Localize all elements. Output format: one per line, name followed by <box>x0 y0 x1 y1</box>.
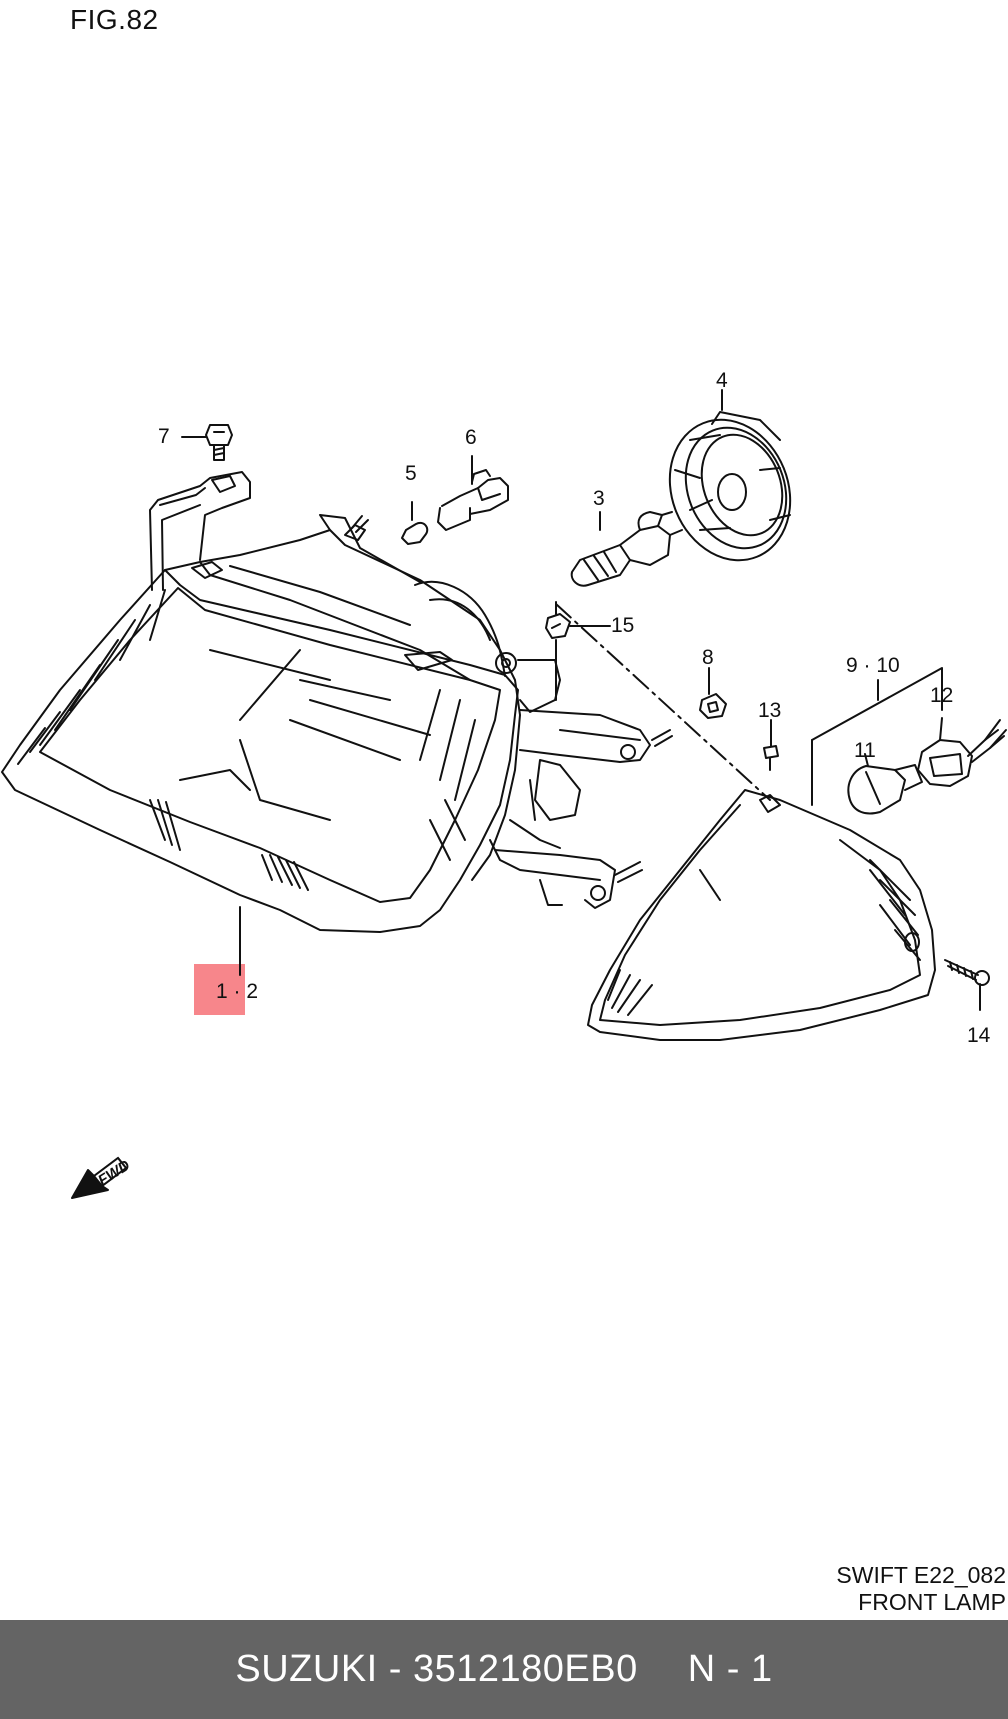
part-7-bolt[interactable] <box>181 424 233 461</box>
callout-6[interactable]: 6 <box>465 426 477 449</box>
callout-3[interactable]: 3 <box>593 487 605 510</box>
callout-4[interactable]: 4 <box>716 369 728 392</box>
part-3-halogen-bulb[interactable] <box>570 511 683 587</box>
callout-9-10[interactable]: 9 · 10 <box>846 654 900 677</box>
section-name: FRONT LAMP <box>858 1589 1006 1615</box>
part-footer-bar: SUZUKI - 3512180EB0 N - 1 <box>0 1620 1008 1719</box>
callout-14[interactable]: 14 <box>967 1024 991 1047</box>
part-13-screw[interactable] <box>763 719 779 771</box>
callout-15[interactable]: 15 <box>611 614 634 637</box>
exploded-parts-diagram: FWD 1 · 2 3 4 5 6 7 8 9 · 10 11 12 13 14… <box>1 369 1007 1199</box>
callout-5[interactable]: 5 <box>405 462 417 485</box>
part-6-socket[interactable] <box>437 455 509 531</box>
callout-7[interactable]: 7 <box>158 425 170 448</box>
part-12-socket[interactable] <box>917 717 1007 787</box>
part-quantity: N - 1 <box>687 1648 773 1690</box>
callout-8[interactable]: 8 <box>702 646 714 669</box>
diagram-info: SWIFT E22_082 FRONT LAMP <box>836 1562 1006 1616</box>
bracket-9-10 <box>811 667 943 806</box>
part-11-bulb[interactable] <box>847 753 923 815</box>
model-code: SWIFT E22_082 <box>836 1562 1006 1588</box>
part-number: SUZUKI - 3512180EB0 <box>235 1648 638 1690</box>
callout-13[interactable]: 13 <box>758 699 781 722</box>
callout-11[interactable]: 11 <box>854 739 876 762</box>
callout-12[interactable]: 12 <box>930 684 953 707</box>
figure-title: FIG.82 <box>70 4 159 35</box>
turn-signal-lamp[interactable] <box>587 789 936 1041</box>
alignment-line <box>555 603 771 801</box>
callout-1-2[interactable]: 1 · 2 <box>216 980 258 1003</box>
highlight-marker[interactable] <box>194 964 245 1015</box>
fwd-arrow-icon: FWD <box>71 1156 133 1199</box>
part-14-screw[interactable] <box>944 959 990 1011</box>
headlamp-assembly[interactable] <box>1 471 673 933</box>
part-4-cover[interactable] <box>649 389 810 578</box>
part-8-nut[interactable] <box>699 667 727 719</box>
part-5-bulb[interactable] <box>401 501 429 545</box>
part-15-clip[interactable] <box>545 601 611 639</box>
